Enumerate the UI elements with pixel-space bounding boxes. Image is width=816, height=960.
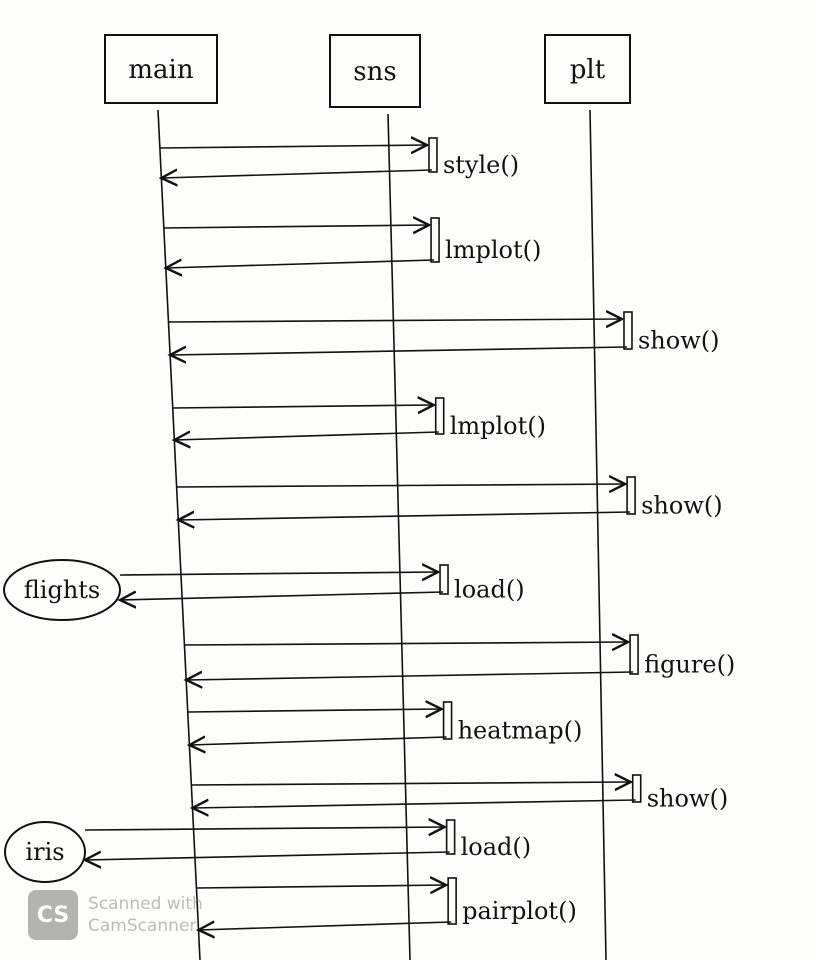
activation-bar [430,217,440,263]
call-arrow [168,319,622,322]
lifeline-plt [589,109,607,960]
camscanner-watermark: CS Scanned with CamScanner [28,890,203,940]
call-arrow [184,642,628,645]
message-label: load() [461,833,532,861]
participant-box-plt [544,34,631,104]
message-label: style() [443,151,519,179]
call-arrow [191,782,630,785]
return-arrow [178,512,631,520]
call-arrow [159,145,427,148]
message-label: pairplot() [462,897,577,925]
return-arrow [166,260,435,268]
activation-bar [442,701,453,740]
message-label: lmplot() [445,236,541,264]
actor-ellipse-iris [4,821,86,883]
lifeline-sns [387,113,411,960]
return-arrow [192,800,636,808]
message-label: heatmap() [458,717,583,745]
message-label: show() [638,327,720,355]
return-arrow [170,347,628,355]
return-arrow [186,672,634,680]
activation-bar [445,819,456,855]
call-arrow [163,225,429,228]
actor-ellipse-flights [3,559,121,621]
activation-bar [434,397,445,435]
activation-bar [631,774,642,803]
actor-label-flights: flights [24,576,100,604]
activation-bar [447,877,457,925]
participant-label-main: main [128,55,193,85]
return-arrow [85,852,450,860]
lifeline-main [157,109,201,960]
message-label: load() [454,576,525,604]
call-arrow [172,405,434,408]
message-label: figure() [644,651,735,679]
watermark-line1: Scanned with [88,894,203,914]
message-label: show() [647,785,729,813]
message-label: show() [641,492,723,520]
participant-label-sns: sns [353,57,396,87]
activation-bar [439,564,449,595]
actor-label-iris: iris [25,838,64,866]
activation-bar [428,137,438,173]
return-arrow [199,922,452,930]
call-arrow [176,484,625,487]
camscanner-logo-icon: CS [28,890,78,940]
message-label: lmplot() [450,412,546,440]
call-arrow [84,827,445,830]
call-arrow [119,572,438,575]
call-arrow [196,885,446,888]
participant-label-plt: plt [570,55,606,85]
participant-box-sns [329,34,421,108]
call-arrow [187,709,442,712]
watermark-line2: CamScanner [88,916,197,936]
activation-bar [623,311,633,350]
activation-bar [626,476,636,515]
return-arrow [189,737,447,745]
return-arrow [174,432,439,440]
return-arrow [120,592,444,600]
participant-box-main [104,34,218,104]
activation-bar [629,634,639,675]
return-arrow [161,170,433,178]
